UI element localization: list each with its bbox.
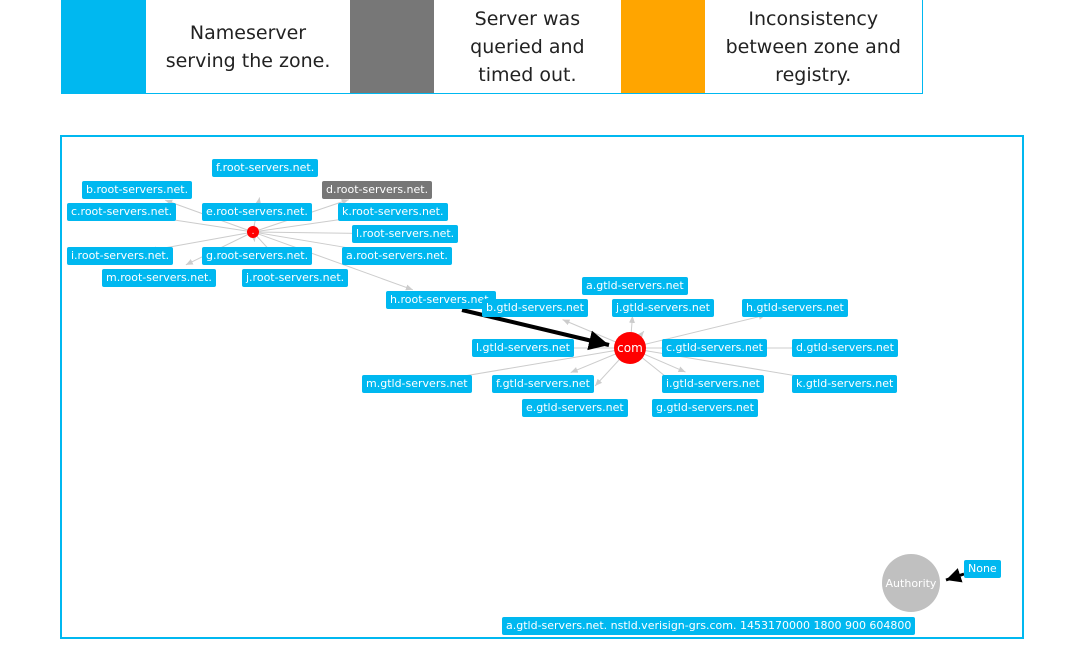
ns-label[interactable]: l.root-servers.net. xyxy=(352,225,459,243)
legend: Nameserver serving the zone. Server was … xyxy=(61,0,923,94)
delegation-edge xyxy=(629,313,766,349)
ns-label[interactable]: g.root-servers.net. xyxy=(202,247,313,265)
ns-label[interactable]: k.gtld-servers.net xyxy=(792,375,898,393)
none-label[interactable]: None xyxy=(964,560,1001,578)
ns-label-timed-out[interactable]: d.root-servers.net. xyxy=(322,181,433,199)
authority-node[interactable]: Authority xyxy=(882,554,940,612)
ns-label[interactable]: h.root-servers.net. xyxy=(386,291,497,309)
ns-label[interactable]: j.root-servers.net. xyxy=(242,269,349,287)
legend-swatch-nameserver xyxy=(62,0,146,93)
arrow-none-to-authority xyxy=(945,568,965,583)
ns-label[interactable]: m.root-servers.net. xyxy=(102,269,216,287)
ns-label[interactable]: a.gtld-servers.net xyxy=(582,277,688,295)
ns-label[interactable]: m.gtld-servers.net xyxy=(362,375,472,393)
ns-label[interactable]: e.root-servers.net. xyxy=(202,203,312,221)
delegation-graph[interactable]: b.root-servers.net. f.root-servers.net. … xyxy=(60,135,1024,639)
legend-text-inconsistency: Inconsistency between zone and registry. xyxy=(725,7,901,86)
ns-label[interactable]: j.gtld-servers.net xyxy=(612,299,714,317)
delegation-edge xyxy=(629,347,816,381)
legend-text-timeout: Server was queried and timed out. xyxy=(470,7,585,86)
ns-label[interactable]: i.root-servers.net. xyxy=(67,247,174,265)
legend-swatch-timeout xyxy=(350,0,435,93)
legend-text-nameserver: Nameserver serving the zone. xyxy=(165,21,331,72)
delegation-edge xyxy=(252,231,414,291)
ns-label[interactable]: f.root-servers.net. xyxy=(212,159,319,177)
ns-label[interactable]: b.gtld-servers.net xyxy=(482,299,588,317)
zone-node-com[interactable]: com xyxy=(614,332,646,364)
ns-label[interactable]: a.root-servers.net. xyxy=(342,247,452,265)
ns-label[interactable]: i.gtld-servers.net xyxy=(662,375,764,393)
ns-label[interactable]: e.gtld-servers.net xyxy=(522,399,628,417)
ns-label[interactable]: k.root-servers.net. xyxy=(338,203,448,221)
legend-swatch-inconsistency xyxy=(620,0,705,93)
zone-node-root[interactable]: . xyxy=(247,226,259,238)
ns-label[interactable]: c.gtld-servers.net xyxy=(662,339,767,357)
ns-label[interactable]: h.gtld-servers.net xyxy=(742,299,848,317)
ns-label[interactable]: f.gtld-servers.net xyxy=(492,375,594,393)
ns-label[interactable]: c.root-servers.net. xyxy=(67,203,177,221)
ns-label[interactable]: d.gtld-servers.net xyxy=(792,339,898,357)
soa-record-label[interactable]: a.gtld-servers.net. nstld.verisign-grs.c… xyxy=(502,617,916,635)
ns-label[interactable]: b.root-servers.net. xyxy=(82,181,193,199)
ns-label[interactable]: g.gtld-servers.net xyxy=(652,399,758,417)
delegation-edge xyxy=(446,347,631,381)
ns-label[interactable]: l.gtld-servers.net xyxy=(472,339,574,357)
